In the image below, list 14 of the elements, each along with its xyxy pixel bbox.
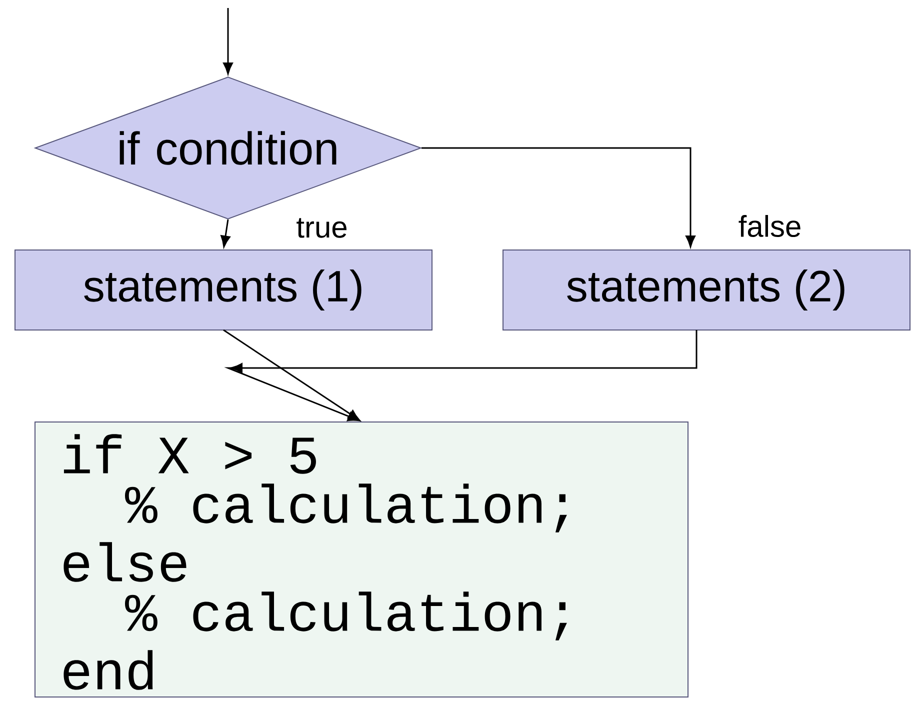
process-box: statements (1) — [14, 250, 432, 330]
arrow — [220, 219, 230, 248]
edge-label: false — [738, 215, 800, 238]
code-line: % calculation; — [125, 592, 567, 640]
arrow — [224, 330, 698, 422]
arrow — [422, 147, 696, 248]
code-line: end — [64, 650, 153, 690]
arrow — [223, 8, 233, 74]
process-box: statements (2) — [502, 250, 910, 330]
code-box — [34, 422, 688, 698]
code-line: if X > 5 — [64, 434, 316, 474]
edge-label: true — [296, 218, 347, 238]
code-line: % calculation; — [125, 484, 567, 532]
code-line: else — [64, 542, 186, 582]
